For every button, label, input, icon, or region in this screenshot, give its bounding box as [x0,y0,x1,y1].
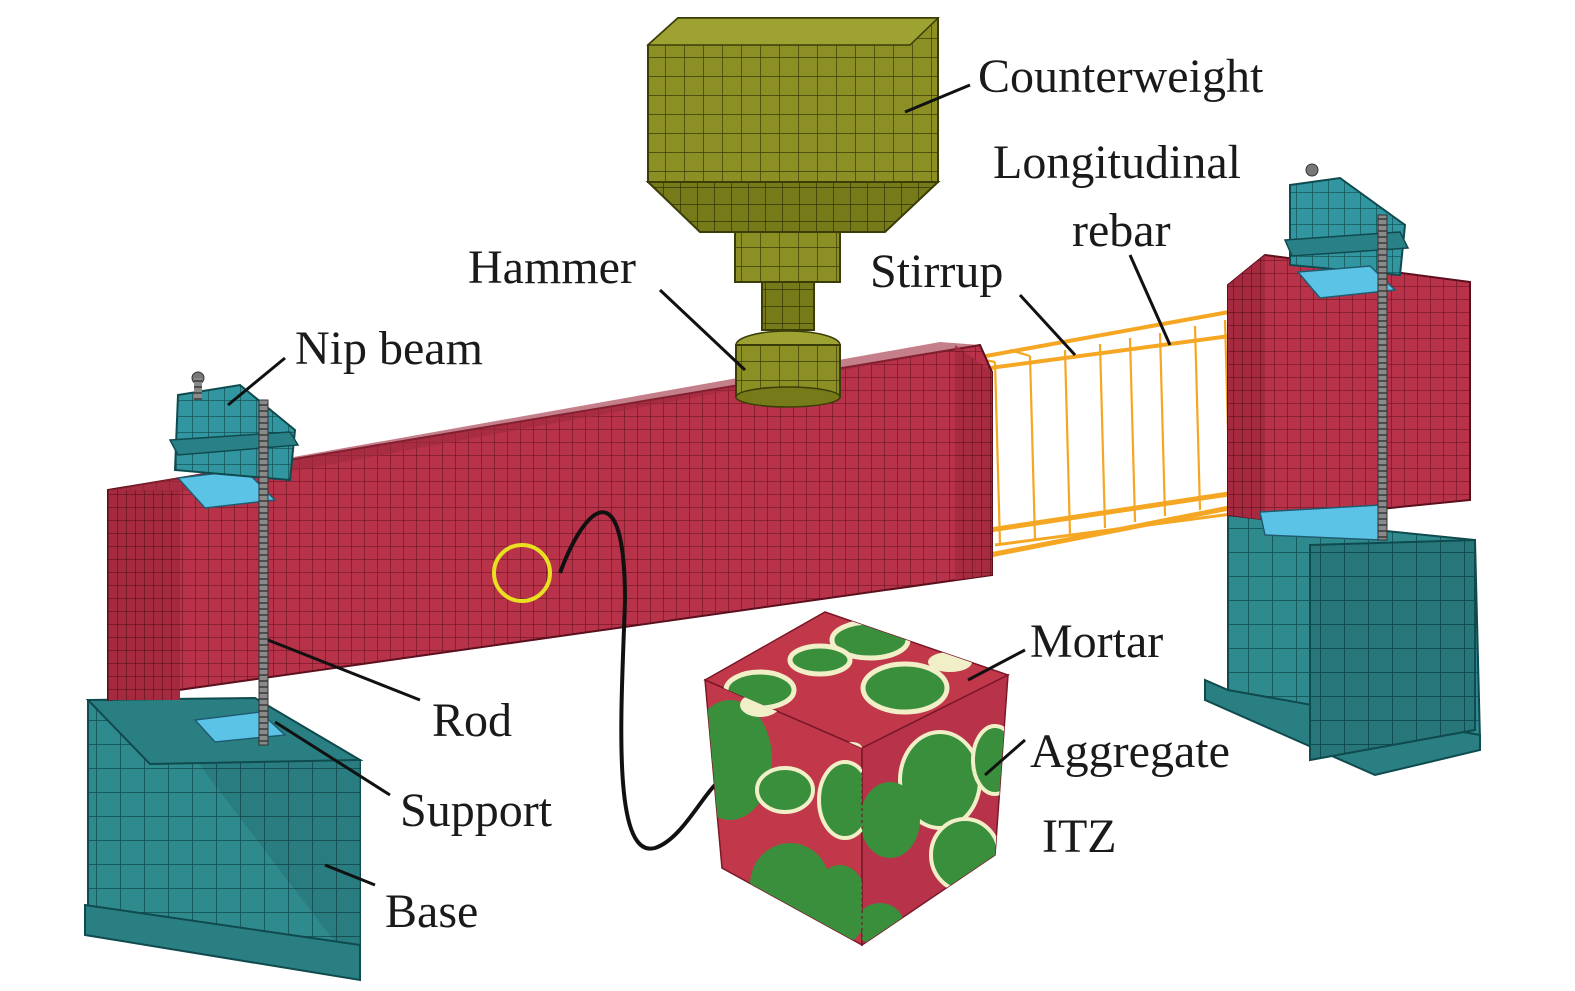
label-longitudinal-line2: rebar [1072,204,1171,257]
leader-support [274,720,391,797]
leader-rod [267,638,421,702]
rebar-cage [974,308,1276,558]
leader-nip-beam [227,356,286,407]
leader-longitudinal [1128,254,1172,346]
rods [258,214,1388,746]
label-hammer: Hammer [468,241,636,294]
right-base [1204,513,1482,777]
left-nip-beam [168,371,300,482]
right-nip-beam [1283,163,1410,299]
left-base [84,696,364,982]
leader-stirrup [1018,293,1077,357]
label-base: Base [385,885,478,938]
label-itz: ITZ [1042,810,1117,863]
leader-counterweight [904,83,971,114]
mesoscale-cube [703,611,1010,947]
label-rod: Rod [432,694,512,747]
leader-mortar [967,648,1026,682]
leader-aggregate [984,738,1026,777]
label-stirrup: Stirrup [870,245,1003,298]
label-nip-beam: Nip beam [295,322,483,375]
label-aggregate: Aggregate [1030,725,1230,778]
labels: Counterweight Longitudinal rebar Hammer … [295,50,1264,938]
hammer-assembly [645,17,941,408]
leader-lines [227,83,1172,887]
label-longitudinal-line1: Longitudinal [993,136,1241,189]
right-beam-end [1227,253,1471,541]
mesoscale-callout [492,510,717,851]
leader-base [324,863,376,887]
label-support: Support [400,784,553,837]
label-counterweight: Counterweight [978,50,1264,103]
label-mortar: Mortar [1030,615,1163,668]
leader-hammer [658,288,747,372]
